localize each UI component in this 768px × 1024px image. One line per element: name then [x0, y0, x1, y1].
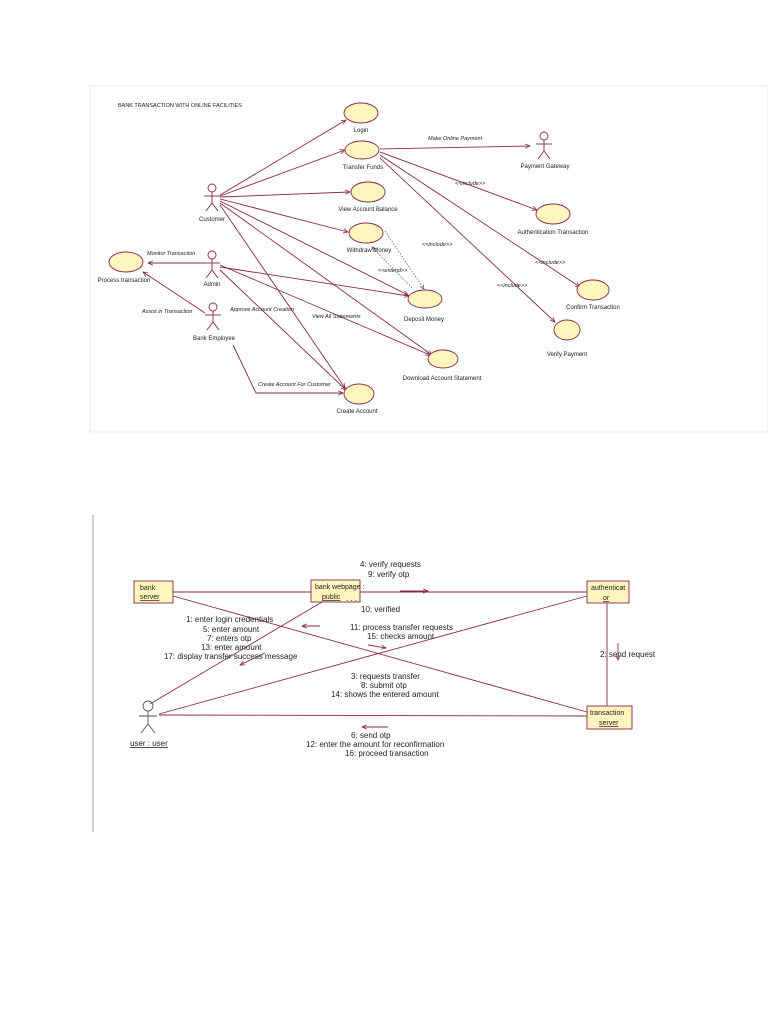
use-case-process-transaction[interactable]	[108, 251, 144, 273]
actor-payment-gateway[interactable]	[536, 131, 552, 160]
svg-text:server: server	[599, 720, 619, 727]
msg-enter-amount-13: 13: enter amount	[201, 643, 262, 652]
label-verify-payment: Verify Payment	[547, 352, 588, 358]
use-case-view-balance[interactable]	[350, 181, 386, 203]
label-user: user : user	[130, 739, 168, 748]
msg-enter-amount: 5: enter amount	[203, 625, 260, 634]
use-case-ellipses	[108, 102, 610, 405]
label-process-transaction: Process transaction	[98, 278, 151, 284]
msg-process-transfer: 11: process transfer requests	[350, 623, 453, 632]
label-assist-transaction: Assist in Transaction	[141, 309, 192, 315]
use-case-authentication-transaction[interactable]	[535, 203, 571, 225]
msg-dots: . . .	[346, 594, 357, 603]
label-monitor-transaction: Monitor Transaction	[147, 251, 195, 257]
use-case-diagram: BANK TRANSACTION WITH ONLINE FACILITIES	[89, 85, 768, 433]
use-case-withdraw-money[interactable]	[348, 222, 384, 244]
object-bank-webpage[interactable]: bank webpage : public	[310, 579, 364, 603]
svg-text:bank: bank	[140, 585, 156, 592]
msg-verify-otp: 9: verify otp	[368, 570, 410, 579]
message-arrows	[240, 591, 618, 727]
actor-customer[interactable]	[204, 183, 220, 212]
svg-text:bank webpage :: bank webpage :	[315, 584, 364, 591]
actor-bank-employee[interactable]	[205, 302, 221, 331]
label-download-statement: Download Account Statement	[403, 376, 482, 382]
object-authenticator[interactable]: authenticat or	[586, 580, 630, 604]
diagram-title: BANK TRANSACTION WITH ONLINE FACILITIES	[118, 103, 242, 109]
svg-text:public: public	[322, 594, 341, 601]
msg-verified: 10: verified	[361, 605, 400, 614]
object-transaction-server[interactable]: transaction server	[586, 705, 633, 730]
label-payment-gateway: Payment Gateway	[520, 164, 569, 170]
svg-text:transaction: transaction	[590, 710, 624, 717]
label-withdraw-money: Withdraw Money	[347, 248, 392, 254]
link-lines	[149, 591, 608, 717]
label-login: Login	[354, 128, 369, 134]
msg-shows-amount: 14: shows the entered amount	[331, 690, 439, 699]
use-case-verify-payment[interactable]	[553, 319, 581, 341]
label-include-auth: <<include>>	[455, 181, 486, 187]
use-case-confirm-transaction[interactable]	[576, 279, 610, 301]
collaboration-diagram: bank server bank webpage : public authen…	[92, 515, 656, 832]
actors	[204, 131, 552, 331]
label-customer: Customer	[199, 217, 225, 223]
msg-send-request: 2: send request	[600, 650, 656, 659]
msg-enters-otp: 7: enters otp	[207, 634, 252, 643]
label-extend-withdraw: <<extend>>	[378, 268, 408, 274]
label-make-online-payment: Make Online Payment	[428, 136, 483, 142]
svg-text:server: server	[140, 594, 160, 601]
label-view-all-statements: View All Statements	[312, 314, 361, 320]
use-case-transfer-funds[interactable]	[344, 140, 380, 160]
use-case-create-account[interactable]	[343, 383, 375, 405]
svg-text:authenticat: authenticat	[591, 585, 625, 592]
msg-enter-login: 1: enter login credentials	[186, 615, 273, 624]
label-create-account: Create Account	[336, 409, 377, 415]
association-lines	[143, 120, 580, 393]
object-bank-server[interactable]: bank server	[133, 580, 174, 604]
use-case-download-statement[interactable]	[427, 349, 459, 369]
use-case-deposit-money[interactable]	[407, 289, 443, 309]
svg-text:or: or	[603, 595, 610, 602]
actor-admin[interactable]	[204, 250, 220, 279]
label-bank-employee: Bank Employee	[193, 336, 236, 342]
actor-user[interactable]	[139, 700, 157, 734]
label-include-deposit: <<include>>	[422, 242, 453, 248]
dependency-lines	[372, 230, 424, 289]
use-case-frame	[89, 85, 768, 433]
label-approve-account: Approve Account Creation	[229, 307, 294, 313]
label-deposit-money: Deposit Money	[404, 317, 444, 323]
msg-requests-transfer: 3: requests transfer	[351, 672, 420, 681]
label-transfer-funds: Transfer Funds	[343, 165, 383, 171]
use-case-login[interactable]	[343, 102, 379, 124]
msg-reconfirmation: 12: enter the amount for reconfirmation	[306, 740, 444, 749]
label-authentication-transaction: Authentication Transaction	[518, 230, 589, 236]
label-include-verify: <<include>>	[497, 283, 528, 289]
msg-send-otp: 6: send otp	[351, 731, 391, 740]
msg-display-success: 17: display transfer success message	[164, 652, 298, 661]
msg-verify-requests: 4: verify requests	[360, 560, 421, 569]
msg-proceed-transaction: 16: proceed transaction	[345, 749, 429, 758]
msg-checks-amount: 15: checks amount	[367, 632, 435, 641]
label-create-account-for-customer: Create Account For Customer	[258, 382, 332, 388]
msg-submit-otp: 8: submit otp	[361, 681, 407, 690]
label-view-balance: View Account Balance	[338, 207, 398, 213]
label-confirm-transaction: Confirm Transaction	[566, 305, 620, 311]
label-include-confirm: <<include>>	[535, 260, 566, 266]
label-admin: Admin	[203, 282, 220, 288]
